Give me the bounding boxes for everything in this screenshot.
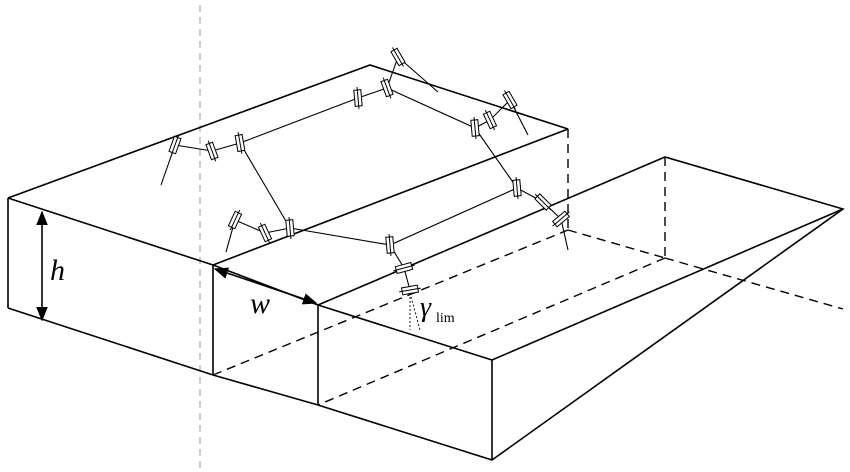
angle-subscript: lim xyxy=(436,311,455,326)
limit-angle-indicator xyxy=(409,292,421,331)
joint xyxy=(257,222,273,244)
joint xyxy=(205,140,219,162)
upper-block xyxy=(7,64,666,406)
joint xyxy=(502,90,518,110)
joint xyxy=(380,77,394,99)
robot-joints xyxy=(168,47,571,296)
joint xyxy=(512,176,522,200)
joint xyxy=(285,216,295,240)
joint xyxy=(482,109,498,131)
joint xyxy=(534,193,552,211)
joint xyxy=(470,116,480,140)
angle-label: γ xyxy=(420,292,432,323)
joint xyxy=(390,47,406,67)
joint xyxy=(385,233,395,257)
joint xyxy=(353,86,363,110)
joint xyxy=(551,210,571,228)
joint xyxy=(399,284,421,296)
joint xyxy=(227,209,243,231)
width-dimension-arrow xyxy=(213,267,318,305)
lower-block xyxy=(317,156,845,461)
height-label: h xyxy=(50,254,65,287)
joint xyxy=(168,134,182,156)
joint xyxy=(234,132,246,154)
joint xyxy=(393,261,415,275)
width-label: w xyxy=(250,287,270,320)
